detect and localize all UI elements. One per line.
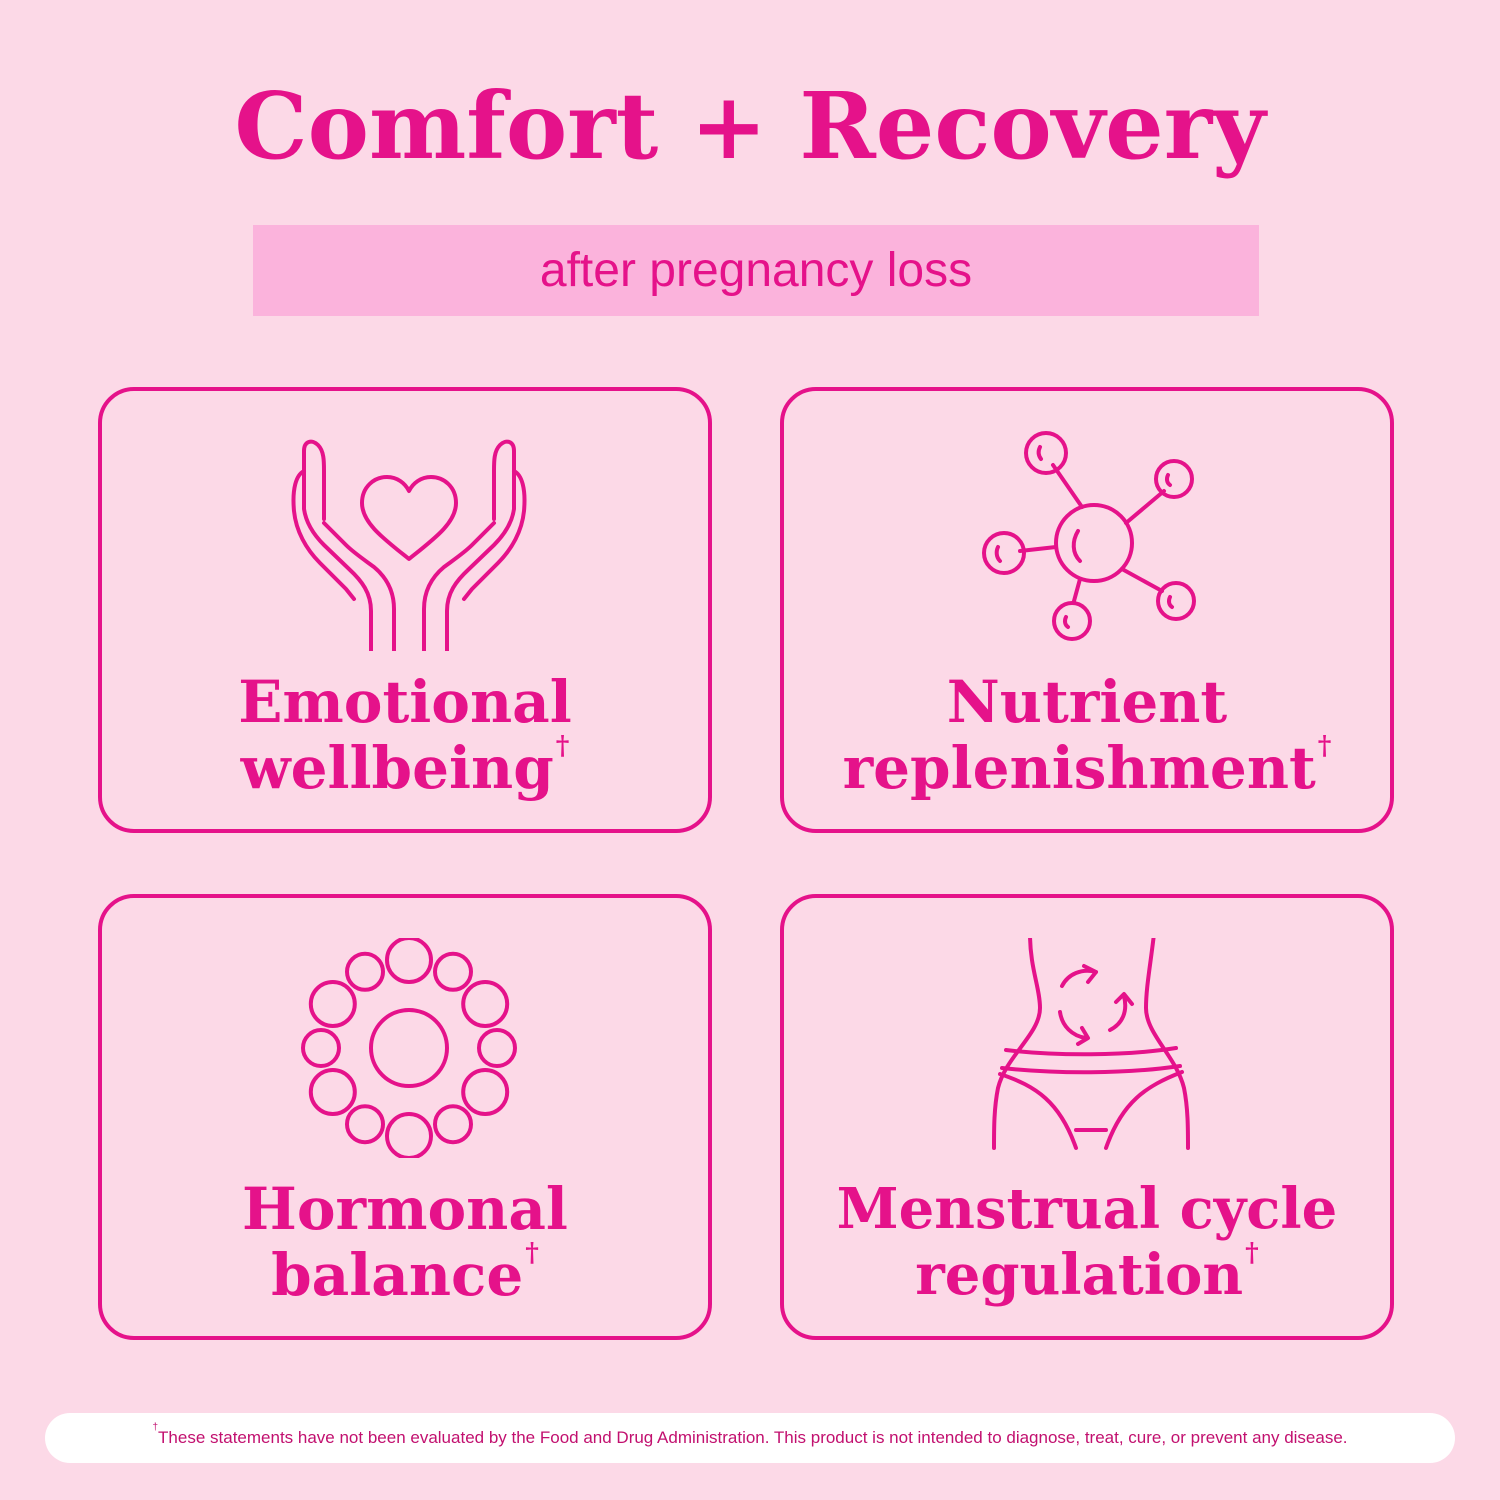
benefit-card-emotional-wellbeing: Emotional wellbeing† (98, 387, 712, 833)
hormone-ring-bead (308, 980, 357, 1028)
card-label-line2: regulation (915, 1242, 1244, 1308)
dagger-mark: † (1317, 731, 1332, 761)
card-label-line1: Nutrient (946, 668, 1228, 736)
card-label-line1: Emotional (238, 668, 572, 736)
disclaimer-text: These statements have not been evaluated… (158, 1428, 1348, 1447)
dagger-mark: † (525, 1238, 539, 1268)
hormone-ring-bead (301, 1028, 341, 1068)
hormone-ring-bead (461, 1068, 510, 1116)
fda-disclaimer: †These statements have not been evaluate… (45, 1413, 1455, 1463)
benefit-card-nutrient-replenishment: Nutrient replenishment† (780, 387, 1394, 833)
hormone-ring-bead (385, 938, 433, 984)
hormone-ring-bead (433, 1104, 473, 1145)
dagger-mark: † (152, 1422, 159, 1433)
card-label-line2: balance (271, 1241, 524, 1309)
card-label-line2: wellbeing (240, 734, 554, 802)
page-title: Comfort + Recovery (234, 72, 1266, 180)
hormone-ring-bead (385, 1112, 433, 1158)
hormone-ring-bead (345, 951, 385, 992)
hormone-ring-bead (308, 1068, 357, 1116)
waist-cycle-icon (992, 938, 1190, 1150)
dagger-mark: † (555, 731, 570, 761)
hormone-ring-bead (477, 1028, 517, 1068)
card-label: Hormonal balance† (102, 1176, 708, 1308)
card-label: Emotional wellbeing† (102, 669, 708, 801)
hormone-ring-bead (433, 951, 473, 992)
subtitle-band: after pregnancy loss (253, 225, 1259, 316)
hormone-ring-icon (301, 938, 517, 1158)
card-label-line1: Menstrual cycle (836, 1176, 1338, 1242)
hands-heart-icon (291, 439, 527, 651)
benefit-card-menstrual-cycle-regulation: Menstrual cycle regulation† (780, 894, 1394, 1340)
hormone-ring-bead (345, 1104, 385, 1145)
card-label: Menstrual cycle regulation† (784, 1176, 1390, 1308)
page-subtitle: after pregnancy loss (539, 244, 973, 297)
card-label-line2: replenishment (842, 734, 1316, 802)
dagger-mark: † (1245, 1238, 1259, 1268)
hormone-ring-bead (461, 980, 510, 1028)
molecule-icon (982, 431, 1196, 641)
card-label-line1: Hormonal (242, 1175, 568, 1243)
card-label: Nutrient replenishment† (784, 669, 1390, 801)
benefit-card-hormonal-balance: Hormonal balance† (98, 894, 712, 1340)
